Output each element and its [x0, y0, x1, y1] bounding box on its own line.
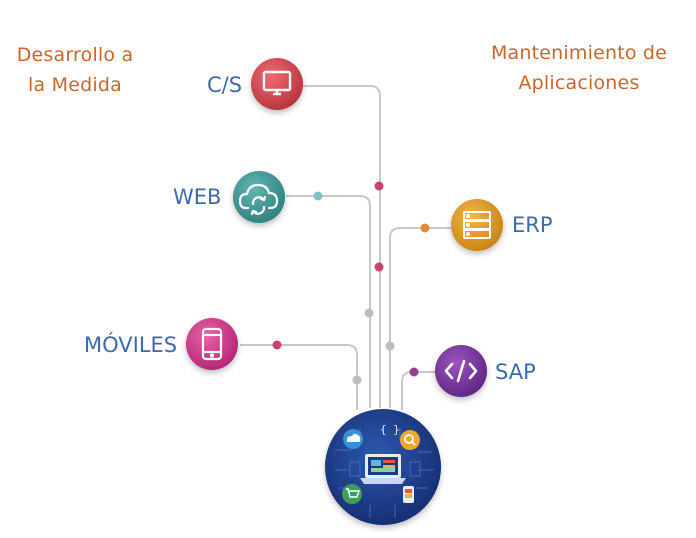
monitor-icon	[262, 70, 292, 96]
heading-desarrollo-line1: Desarrollo a	[16, 44, 134, 66]
technology-hub-icon[interactable]: { }	[325, 409, 441, 525]
connector-cs	[303, 85, 381, 408]
dot-web	[313, 191, 323, 201]
heading-mantenimiento-line1: Mantenimiento de	[490, 42, 668, 64]
dot-erp-lower	[385, 341, 395, 351]
node-sap[interactable]	[435, 345, 487, 397]
node-moviles[interactable]	[186, 318, 238, 370]
connector-erp	[389, 227, 452, 408]
smartphone-icon	[201, 327, 223, 361]
dot-cs-lower	[374, 262, 384, 272]
dot-cs	[374, 181, 384, 191]
connector-sap	[401, 371, 435, 410]
dot-sap	[409, 367, 419, 377]
connector-lines	[240, 85, 452, 410]
hub-cart-badge	[342, 484, 362, 504]
connector-dots	[272, 181, 430, 385]
heading-mantenimiento: Mantenimiento de Aplicaciones	[488, 38, 670, 98]
hub-brackets-text: { }	[380, 423, 400, 436]
code-icon	[444, 359, 478, 383]
hub-search-badge	[400, 430, 420, 450]
label-web[interactable]: WEB	[173, 185, 222, 209]
node-erp-circle	[451, 199, 503, 251]
dot-moviles-lower	[352, 375, 362, 385]
node-erp[interactable]	[451, 199, 503, 251]
dot-web-lower	[364, 308, 374, 318]
node-web[interactable]	[233, 171, 285, 223]
node-cs[interactable]	[251, 58, 303, 110]
dot-erp	[420, 223, 430, 233]
connector-web	[286, 195, 371, 408]
hub-cloud-badge	[343, 429, 363, 449]
hub-laptop	[360, 454, 406, 484]
node-moviles-circle	[186, 318, 238, 370]
label-moviles[interactable]: MÓVILES	[84, 333, 178, 357]
label-sap[interactable]: SAP	[495, 360, 536, 384]
node-cs-circle	[251, 58, 303, 110]
server-icon	[463, 211, 491, 239]
dot-moviles	[272, 340, 282, 350]
heading-mantenimiento-line2: Aplicaciones	[518, 72, 640, 94]
label-cs[interactable]: C/S	[207, 73, 243, 97]
label-erp[interactable]: ERP	[512, 213, 553, 237]
heading-desarrollo: Desarrollo a la Medida	[0, 40, 150, 100]
connector-moviles	[240, 344, 358, 410]
hub-phone-badge	[403, 486, 414, 503]
cloud-sync-icon	[238, 183, 279, 216]
heading-desarrollo-line2: la Medida	[28, 74, 122, 96]
